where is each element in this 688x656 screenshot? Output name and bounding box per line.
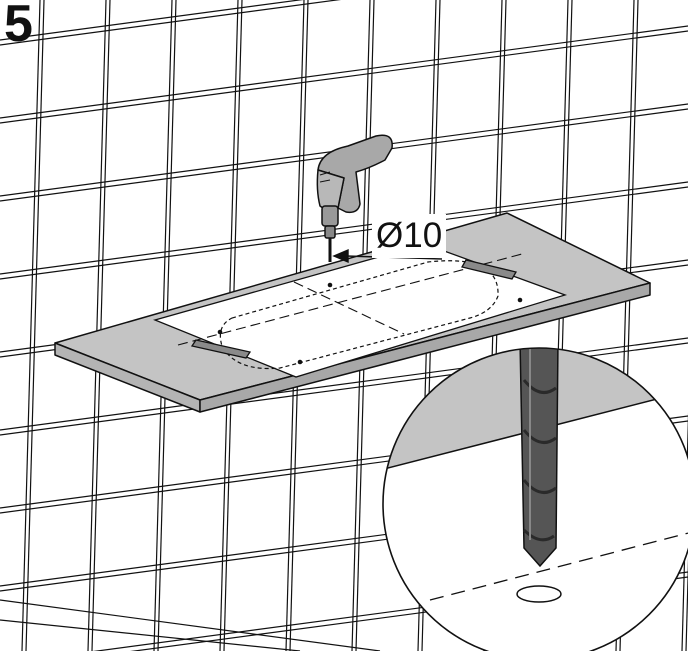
tile-joint: [0, 181, 688, 275]
inset-drill-hole: [516, 585, 562, 603]
drill-bit-icon: [519, 348, 559, 568]
drill-icon: [316, 134, 393, 262]
mounting-brackets: [190, 259, 517, 359]
inset-centerline: [429, 529, 688, 601]
bracket-right: [461, 259, 517, 280]
tile-joint: [0, 0, 304, 41]
tile-joint: [0, 30, 688, 124]
centerline-short: [293, 281, 405, 335]
drill-marks: [217, 282, 523, 365]
bracket-left: [190, 339, 252, 359]
tile-joint: [0, 599, 381, 652]
countertop-right-edge: [199, 282, 651, 413]
tile-joint: [25, 0, 45, 652]
tile-joint: [87, 0, 107, 652]
tile-joint: [0, 186, 688, 280]
tile-joint: [91, 0, 111, 652]
tile-joint: [0, 619, 301, 652]
step-number: 5: [4, 0, 33, 53]
drill-diameter-label: Ø10: [372, 214, 447, 258]
tile-joint: [21, 0, 41, 652]
tile-joint: [0, 25, 688, 119]
tile-joint: [0, 0, 342, 46]
